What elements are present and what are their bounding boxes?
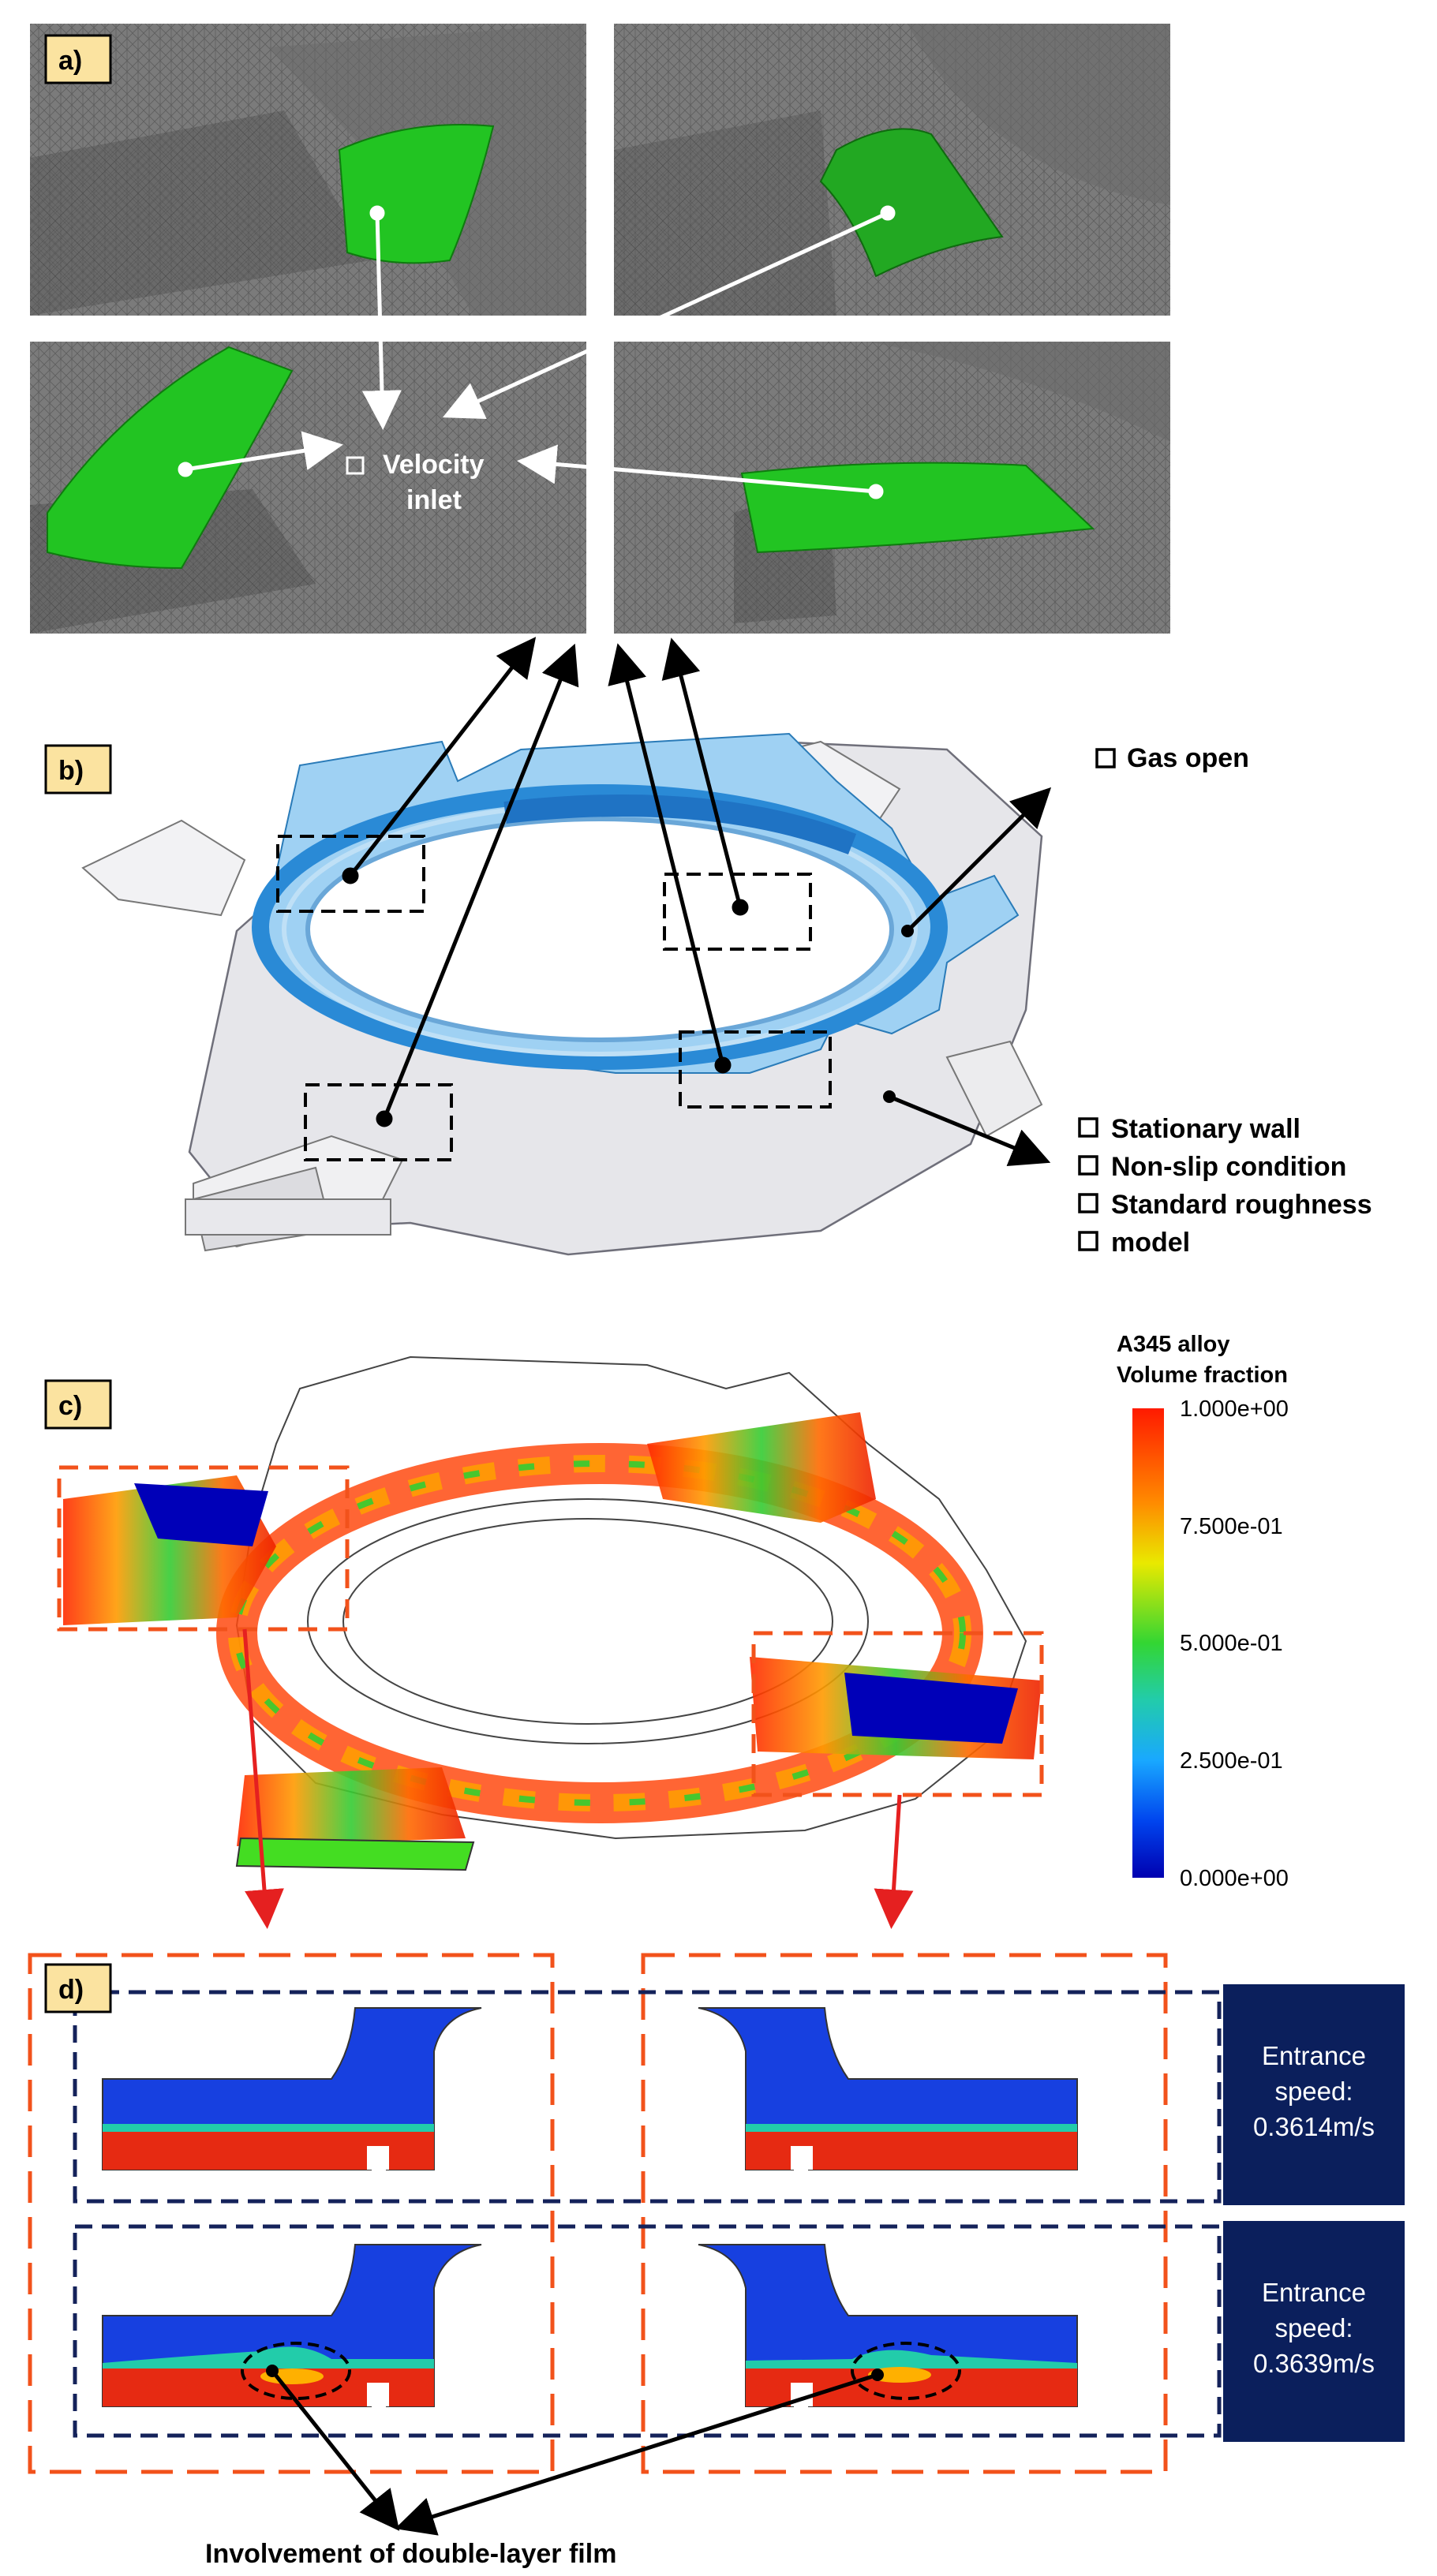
- cross-section-r2-left: [102, 2244, 482, 2407]
- gas-open-label: Gas open: [1127, 743, 1249, 773]
- mesh-image-bottom-right: [614, 342, 1170, 634]
- gas-open-checkbox-icon: [1095, 748, 1116, 768]
- legend-tick-0: 1.000e+00: [1180, 1396, 1289, 1422]
- inlet-face-3: [47, 346, 294, 570]
- cross-section-r1-right: [698, 2007, 1078, 2170]
- inlet-face-2: [819, 128, 1004, 278]
- speed-value-row2: 0.3639m/s: [1253, 2349, 1375, 2378]
- legend-colorbar: [1132, 1408, 1164, 1878]
- panel-d-tag-box: [44, 1963, 112, 2013]
- mesh-image-top-right: [614, 24, 1170, 316]
- wall-item-0: Stationary wall: [1111, 1114, 1300, 1144]
- section-boxes: [57, 1465, 1044, 1797]
- die-model: [81, 732, 1043, 1256]
- film-highlight-right: [851, 2342, 961, 2400]
- mesh-image-bottom-left: [30, 342, 586, 634]
- panel-a: Velocity inlet a): [30, 24, 1170, 634]
- row-frames: [73, 1990, 1222, 2438]
- panel-b-tag: b): [58, 756, 84, 786]
- panel-d: d): [28, 1953, 1405, 2569]
- cross-section-r1-left: [102, 2007, 482, 2170]
- speed-label-row2: Entrance: [1262, 2278, 1366, 2307]
- speed-label2-row2: speed:: [1274, 2313, 1353, 2342]
- panel-a-tag-box: [44, 34, 112, 84]
- legend-title-line1: A345 alloy: [1117, 1332, 1229, 1357]
- velocity-inlet-arrows: [178, 205, 896, 499]
- film-arrow-right: [395, 2372, 878, 2536]
- wall-item-1-checkbox-icon: [1078, 1155, 1098, 1176]
- panel-b-to-a-arrows: [342, 637, 749, 1127]
- film-caption: Involvement of double-layer film: [205, 2539, 616, 2569]
- velocity-inlet-checkbox-icon: [346, 456, 365, 475]
- volume-fraction-legend: A345 alloy Volume fraction 1.000e+00 7.5…: [1117, 1332, 1289, 1891]
- legend-title-line2: Volume fraction: [1117, 1363, 1288, 1388]
- speed-label-row1: Entrance: [1262, 2041, 1366, 2070]
- metal-flow-field: [63, 1412, 1042, 1871]
- inlet-face-4: [740, 462, 1095, 554]
- wall-item-2: Standard roughness: [1111, 1190, 1372, 1220]
- film-arrow-left: [271, 2369, 400, 2531]
- speed-box-row2: Entrance speed: 0.3639m/s: [1223, 2221, 1405, 2442]
- wall-item-3-checkbox-icon: [1078, 1231, 1098, 1251]
- panel-d-tag: d): [58, 1975, 84, 2005]
- gas-open-arrow: [906, 787, 1052, 933]
- mesh-image-top-left: [30, 24, 586, 316]
- panel-a-tag: a): [58, 46, 82, 76]
- panel-c: c) A345 alloy: [44, 1332, 1289, 1929]
- panel-c-tag-box: [44, 1379, 112, 1430]
- speed-value-row1: 0.3614m/s: [1253, 2112, 1375, 2141]
- panel-b-tag-box: [44, 744, 112, 794]
- legend-tick-1: 7.500e-01: [1180, 1514, 1283, 1539]
- wall-item-2-checkbox-icon: [1078, 1193, 1098, 1213]
- panel-c-tag: c): [58, 1391, 82, 1421]
- velocity-inlet-label-line1: Velocity: [383, 450, 485, 480]
- velocity-inlet-label-line2: inlet: [406, 485, 462, 515]
- wall-item-1: Non-slip condition: [1111, 1152, 1346, 1182]
- wall-conditions-list: Stationary wall Non-slip condition Stand…: [1078, 1114, 1372, 1258]
- panel-b: b): [44, 637, 1372, 1258]
- wall-item-3: model: [1111, 1228, 1190, 1258]
- legend-tick-3: 2.500e-01: [1180, 1748, 1283, 1774]
- legend-tick-4: 0.000e+00: [1180, 1866, 1289, 1891]
- wall-item-0-checkbox-icon: [1078, 1117, 1098, 1138]
- wall-arrow: [889, 1094, 1051, 1166]
- film-highlight-left: [241, 2342, 351, 2400]
- inlet-highlight-boxes: [276, 835, 832, 1161]
- cross-section-r2-right: [698, 2244, 1078, 2407]
- section-arrow-right: [874, 1794, 914, 1929]
- section-frames: [28, 1953, 1168, 2474]
- section-arrow-left: [242, 1628, 284, 1929]
- speed-label2-row1: speed:: [1274, 2077, 1353, 2106]
- speed-box-row1: Entrance speed: 0.3614m/s: [1223, 1984, 1405, 2205]
- legend-tick-2: 5.000e-01: [1180, 1631, 1283, 1656]
